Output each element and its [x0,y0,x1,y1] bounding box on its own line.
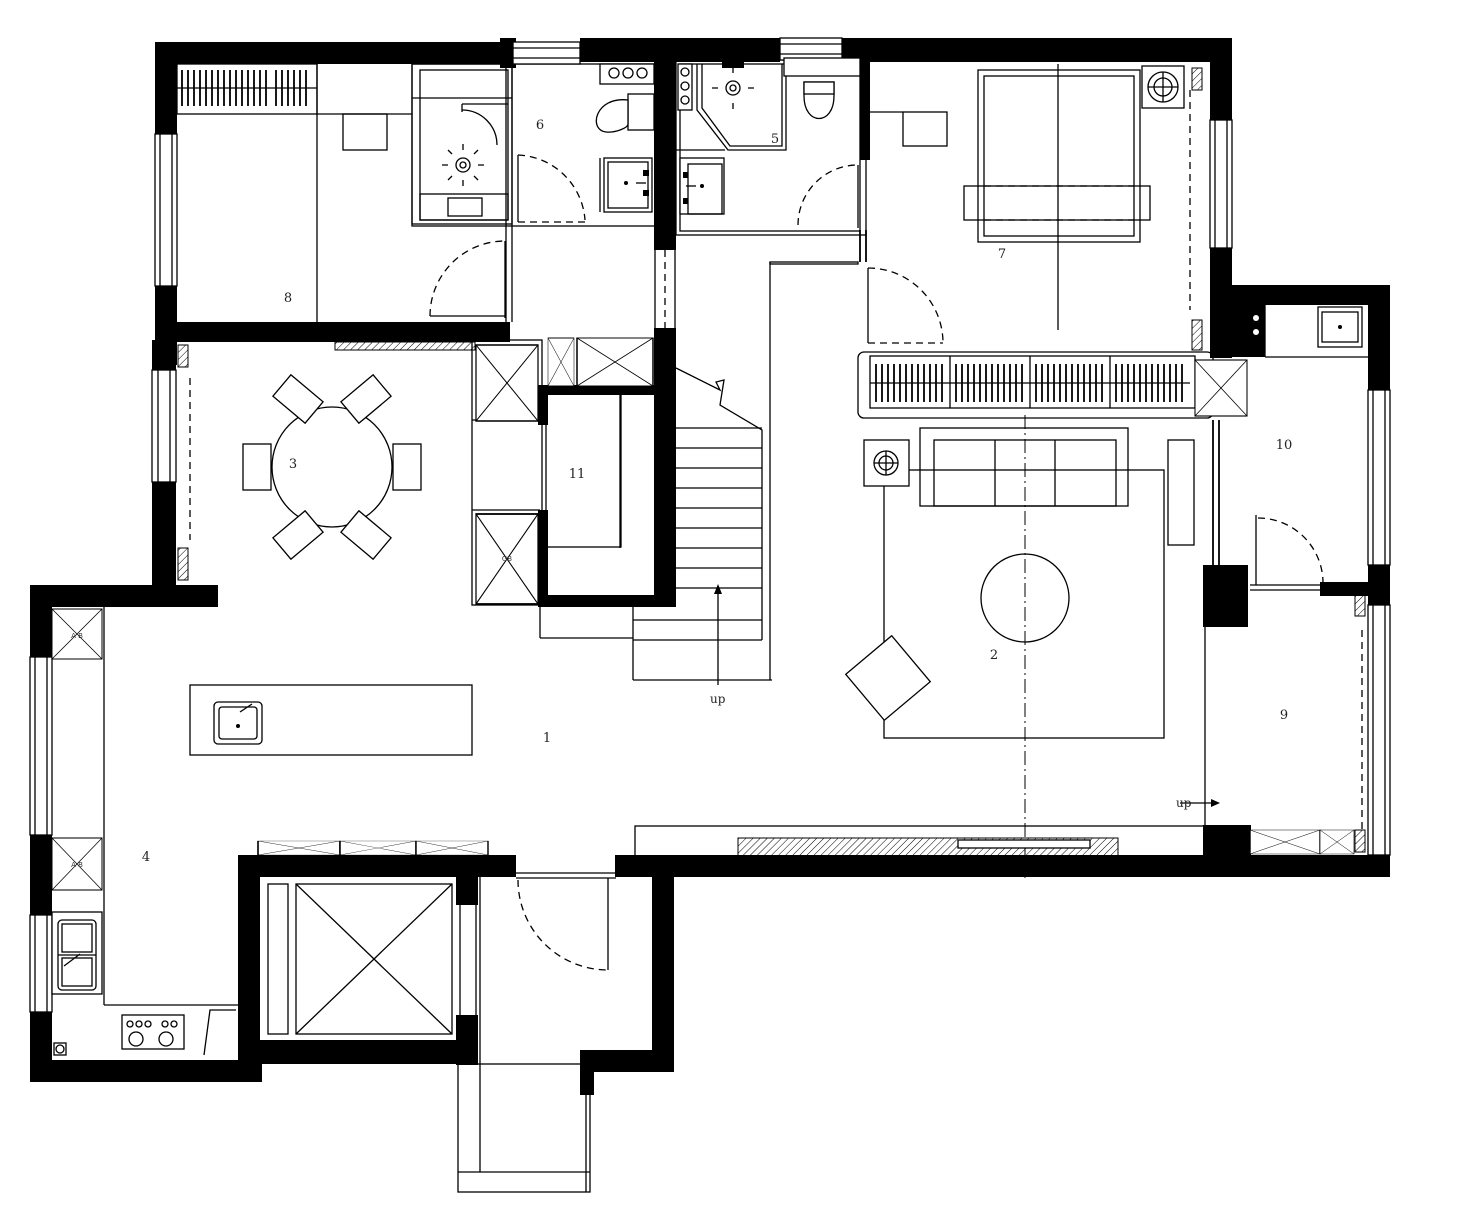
room-label-10: 10 [1276,438,1293,453]
room-label-4: 4 [142,850,150,865]
interior-partitions [334,59,1220,830]
balcony-step: up [1176,796,1220,810]
room-label-6: 6 [536,118,544,133]
structural-walls [30,38,1390,1095]
room-label-1: 1 [543,731,551,746]
room-label-5: 5 [771,132,779,147]
tv-console [634,825,1206,857]
bathroom-5-fixtures [677,57,861,215]
room-label-3: 3 [289,457,297,472]
stair-up-label: up [710,692,726,706]
bedroom-7-furniture [870,64,1185,330]
windows [29,37,1391,1013]
cabinet-tag: GB [502,555,512,563]
room-label-8: 8 [284,291,292,306]
entrance-corridor [457,877,591,1193]
kitchen-island [189,684,473,756]
balcony-up-label: up [1176,796,1192,810]
living-room-furniture [844,415,1195,878]
room-label-2: 2 [990,648,998,663]
fridge-tag-top: A B [71,632,83,640]
living-wardrobe-hangers [870,356,1190,408]
room-labels: 1 2 3 4 5 6 7 8 9 10 11 [142,118,1292,865]
dining-table-set [242,373,422,561]
wardrobe-hangers [177,70,317,106]
bathroom-6-fixtures [419,63,655,221]
bedroom-8-furniture [176,63,412,322]
room-label-11: 11 [569,467,586,482]
room-10-fixtures [1253,305,1368,358]
tall-cabinets: A B A B GB [51,337,1355,891]
elevator [267,883,477,1035]
kitchen-counter [51,607,238,1056]
fridge-tag-bottom: A B [71,861,83,869]
room-label-9: 9 [1280,708,1288,723]
staircase: up [632,261,859,706]
doors [429,154,1324,971]
room-label-7: 7 [998,247,1006,262]
